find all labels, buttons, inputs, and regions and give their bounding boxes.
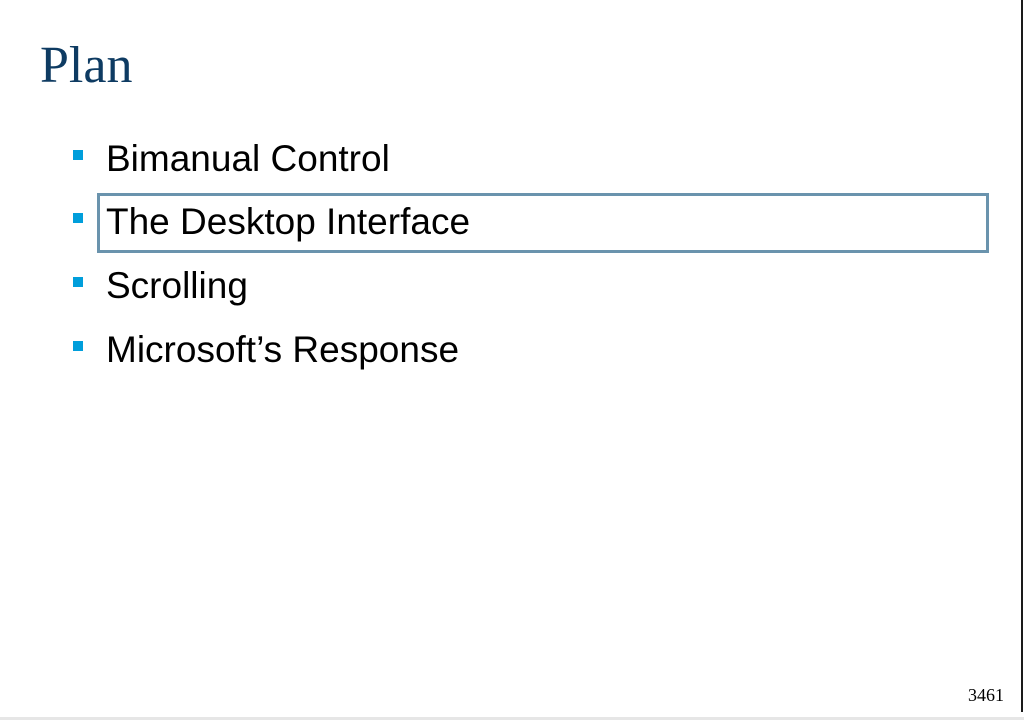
slide-bottom-border (0, 717, 1024, 720)
bullet-label: Microsoft’s Response (106, 329, 460, 370)
slide-title: Plan (40, 37, 133, 94)
square-bullet-icon (73, 277, 83, 287)
bullet-item-microsoft-response: Microsoft’s Response (0, 329, 1000, 389)
bullet-label: Scrolling (106, 265, 248, 306)
square-bullet-icon (73, 341, 83, 351)
square-bullet-icon (73, 150, 83, 160)
bullet-item-bimanual-control: Bimanual Control (0, 138, 1000, 198)
bullet-item-scrolling: Scrolling (0, 265, 1000, 325)
bullet-label: Bimanual Control (106, 138, 390, 179)
current-topic-highlight (97, 193, 989, 253)
square-bullet-icon (73, 213, 83, 223)
bullet-item-desktop-interface: The Desktop Interface (0, 201, 1000, 261)
page-number: 3461 (968, 685, 1004, 705)
bullet-label: The Desktop Interface (106, 201, 471, 242)
slide-right-border (1021, 0, 1023, 712)
